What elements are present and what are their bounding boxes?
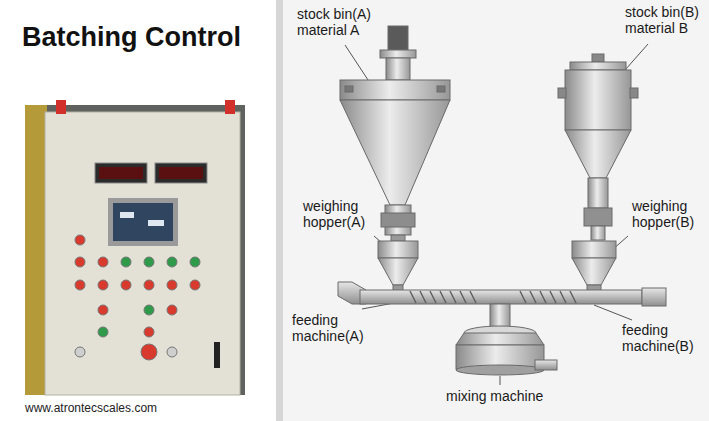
part-label: stock bin(A) material A	[297, 6, 385, 38]
part-label: stock bin(B) material B	[625, 4, 705, 36]
weighing-hopper-b	[572, 241, 616, 285]
right-panel	[283, 0, 709, 421]
weighing-hopper-a	[378, 235, 418, 285]
part-label: feeding machine(B)	[622, 322, 704, 354]
divider	[276, 0, 283, 421]
mixing-machine	[456, 326, 557, 375]
part-label: mixing machine	[446, 388, 566, 404]
part-label: weighing hopper(B)	[632, 198, 704, 230]
part-label: weighing hopper(A)	[303, 198, 375, 230]
part-label: feeding machine(A)	[292, 312, 370, 344]
page-title: Batching Control	[22, 22, 241, 53]
cabinet-photo	[25, 100, 245, 395]
screw-conveyor	[338, 282, 666, 328]
left-panel	[0, 0, 276, 421]
stock-bin-b	[558, 54, 638, 240]
website-watermark: www.atrontecscales.com	[25, 402, 157, 416]
